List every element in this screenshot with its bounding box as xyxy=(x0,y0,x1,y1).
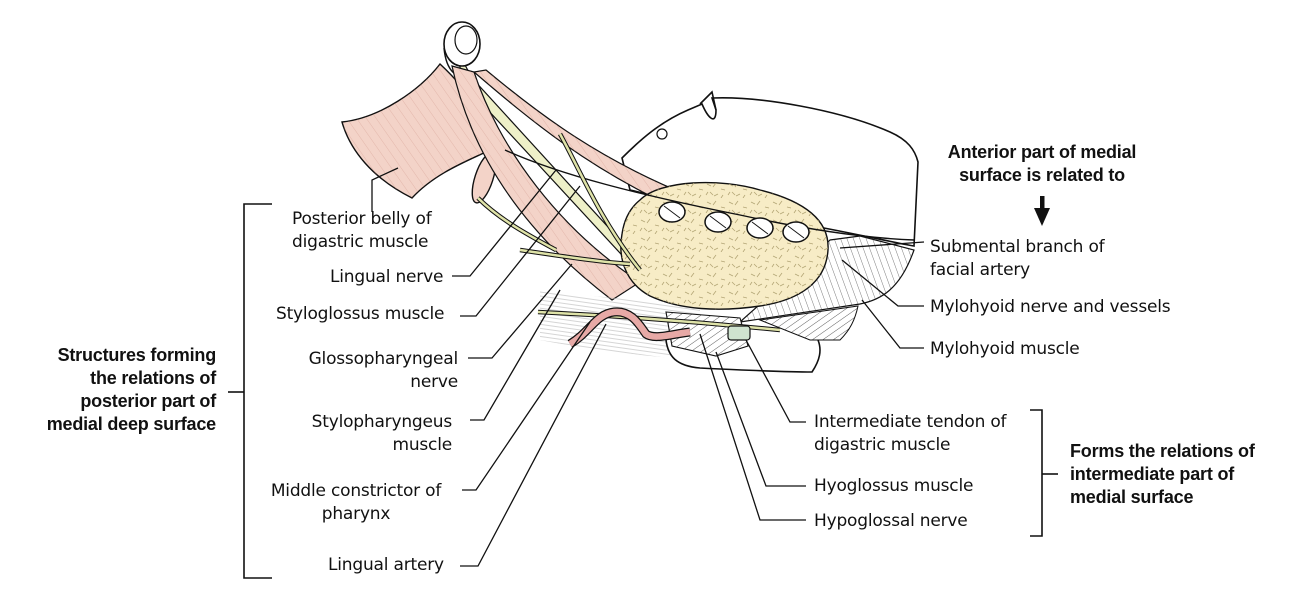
label-submental-branch: Submental branch of facial artery xyxy=(930,237,1105,280)
leader-lingual-nerve xyxy=(452,169,557,277)
middle-constrictor-shape xyxy=(540,290,700,360)
left-group-title: Structures forming the relations of post… xyxy=(46,345,216,434)
label-styloglossus: Styloglossus muscle xyxy=(276,304,445,324)
leader-glossopharyngeal xyxy=(468,263,573,359)
label-hypoglossal: Hypoglossal nerve xyxy=(814,511,968,531)
label-posterior-belly-digastric: Posterior belly of digastric muscle xyxy=(292,209,432,252)
posterior-belly-digastric-shape xyxy=(341,62,497,204)
leader-intermediate-tendon xyxy=(745,339,806,423)
leader-lines-right xyxy=(699,241,925,521)
label-lingual-nerve: Lingual nerve xyxy=(330,267,444,287)
label-intermediate-tendon: Intermediate tendon of digastric muscle xyxy=(814,412,1007,455)
lingual-nerve-shape xyxy=(519,132,642,272)
label-hyoglossus: Hyoglossus muscle xyxy=(814,476,974,496)
label-lingual-artery: Lingual artery xyxy=(328,555,444,575)
right-bracket xyxy=(1030,409,1058,537)
glossopharyngeal-nerve-shape xyxy=(476,196,558,252)
submental-vessel-sections xyxy=(658,201,810,243)
leader-hyoglossus xyxy=(715,351,806,487)
label-stylopharyngeus: Stylopharyngeus muscle xyxy=(311,412,453,455)
leader-stylopharyngeus xyxy=(470,289,561,421)
down-arrow-icon xyxy=(1034,196,1050,226)
leader-hypoglossal xyxy=(699,333,806,521)
leader-lines-left xyxy=(371,167,607,567)
styloglossus-shape xyxy=(451,65,691,301)
leader-styloglossus xyxy=(460,185,581,317)
leader-middle-constrictor xyxy=(462,321,591,491)
leader-mylohyoid-nerve xyxy=(841,259,924,307)
styloid-process xyxy=(443,21,641,267)
mylohyoid-line xyxy=(504,149,915,241)
leader-lingual-artery xyxy=(460,323,607,567)
label-mylohyoid-muscle: Mylohyoid muscle xyxy=(930,339,1080,359)
label-glossopharyngeal: Glossopharyngeal nerve xyxy=(308,349,459,392)
label-mylohyoid-nerve: Mylohyoid nerve and vessels xyxy=(930,297,1171,317)
right-group-title: Forms the relations of intermediate part… xyxy=(1070,441,1255,507)
left-bracket xyxy=(228,203,272,579)
lingual-artery-shape xyxy=(567,307,691,348)
intermediate-tendon-shape xyxy=(727,325,751,341)
leader-posterior-belly xyxy=(371,167,399,212)
leader-mylohyoid-muscle xyxy=(861,299,924,349)
leader-submental xyxy=(839,241,925,249)
top-group-title: Anterior part of medial surface is relat… xyxy=(947,142,1137,185)
label-middle-constrictor: Middle constrictor of pharynx xyxy=(270,481,442,524)
